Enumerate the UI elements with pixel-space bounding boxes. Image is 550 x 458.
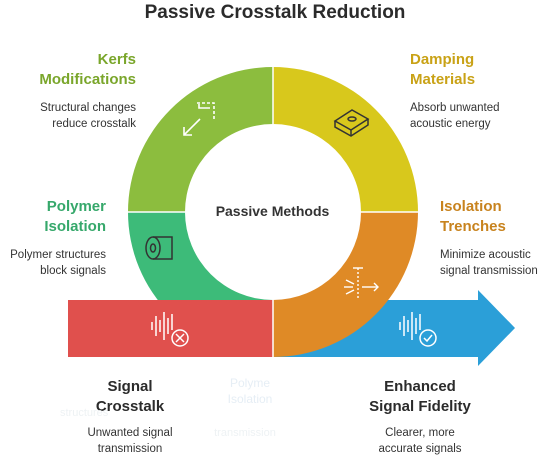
isolation-title-line1: Isolation (440, 198, 502, 215)
ghost-line: Polyme (229, 376, 270, 390)
damping-desc-line1: Absorb unwanted (410, 102, 500, 114)
kerfs-title-line2: Modifications (39, 71, 136, 88)
crosstalk-title-line1: Signal (107, 378, 153, 395)
fidelity-desc-line2: accurate signals (378, 443, 462, 455)
damping-block: Damping Materials Absorb unwanted acoust… (410, 50, 548, 132)
ghost-text: Polyme Isolation (210, 375, 290, 407)
ghost-line: Isolation (227, 392, 273, 406)
ghost-text: transmission (210, 425, 280, 441)
center-label: Passive Methods (215, 203, 330, 219)
kerfs-segment (128, 67, 273, 212)
signal-cancel-icon (151, 312, 189, 347)
isolation-desc-line2: signal transmission (440, 265, 538, 277)
polymer-block: Polymer Isolation Polymer structures blo… (0, 197, 106, 279)
kerfs-title-line1: Kerfs (97, 51, 136, 68)
crosstalk-block: Signal Crosstalk Unwanted signal transmi… (60, 377, 200, 457)
polymer-desc-line2: block signals (40, 265, 106, 277)
fidelity-desc-line1: Clearer, more (385, 427, 455, 439)
crosstalk-bar (68, 300, 273, 357)
fidelity-title-line1: Enhanced (384, 378, 456, 395)
isolation-segment (273, 212, 418, 357)
signal-check-icon (399, 312, 437, 347)
damping-title-line2: Materials (410, 71, 476, 88)
ghost-text: structures (60, 405, 170, 421)
polymer-roll-icon (145, 236, 173, 260)
ghost-line: transmission (214, 427, 276, 439)
damping-pad-icon (333, 109, 370, 137)
damping-segment (273, 67, 418, 212)
isolation-title-line2: Trenches (440, 218, 506, 235)
isolation-desc-line1: Minimize acoustic (440, 249, 531, 261)
kerfs-desc-line2: reduce crosstalk (52, 118, 136, 130)
page-title: Passive Crosstalk Reduction (144, 2, 406, 23)
ghost-line: structures (60, 407, 109, 419)
fidelity-block: Enhanced Signal Fidelity Clearer, more a… (345, 377, 495, 457)
fidelity-title-line2: Signal Fidelity (369, 398, 471, 415)
damping-title-line1: Damping (410, 51, 475, 68)
polymer-title-line1: Polymer (46, 198, 106, 215)
polymer-title-line2: Isolation (44, 218, 106, 235)
signal-barrier-icon (344, 267, 379, 300)
crosstalk-title-line2: Crosstalk (95, 398, 165, 415)
kerfs-block: Kerfs Modifications Structural changes r… (0, 50, 136, 132)
crosstalk-desc-line1: Unwanted signal (87, 427, 173, 439)
resize-arrow-icon (183, 102, 215, 136)
damping-desc-line2: acoustic energy (410, 118, 491, 130)
crosstalk-desc-line2: transmission (97, 443, 163, 455)
kerfs-desc-line1: Structural changes (40, 102, 136, 114)
isolation-block: Isolation Trenches Minimize acoustic sig… (440, 197, 550, 279)
polymer-desc-line1: Polymer structures (10, 249, 106, 261)
